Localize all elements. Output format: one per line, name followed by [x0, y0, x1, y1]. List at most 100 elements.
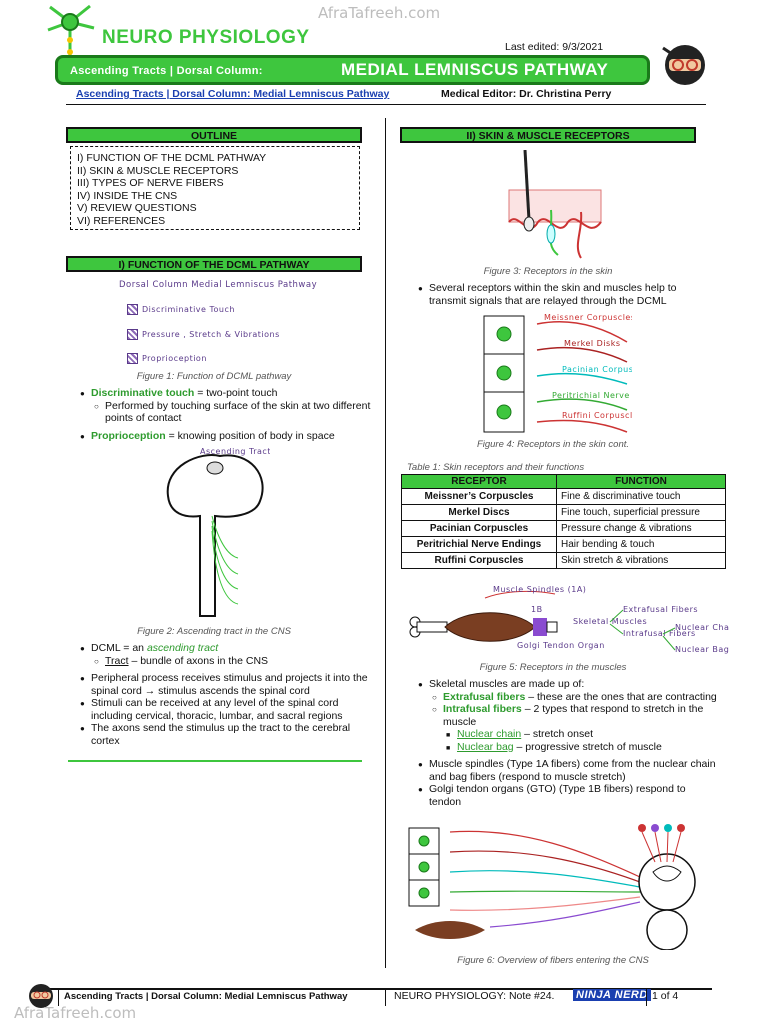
list-item: Muscle spindles (Type 1A fibers) come fr… [418, 758, 719, 783]
fig5-label: Intrafusal Fibers [623, 629, 696, 638]
figure-6-overview-diagram [408, 824, 696, 950]
ninja-footer-icon [29, 984, 53, 1008]
fig5-label: Nuclear Chain [675, 623, 730, 632]
fig1-item: Pressure , Stretch & Vibrations [142, 330, 280, 339]
list-item: Skeletal muscles are made up of: Extrafu… [418, 678, 719, 755]
list-item-text: Performed by touching surface of the ski… [94, 400, 371, 425]
section-end-divider [68, 760, 362, 762]
outline-item[interactable]: I) FUNCTION OF THE DCML PATHWAY [77, 152, 267, 164]
list-item-text: – 2 types that respond to stretch in the… [443, 703, 704, 728]
page-link[interactable]: Ascending Tracts | Dorsal Column: Medial… [76, 88, 390, 100]
checkbox-icon [127, 329, 138, 340]
term-proprioception: Proprioception [91, 429, 166, 442]
table-header: RECEPTOR [401, 474, 557, 489]
fig5-label: Muscle Spindles (1A) [493, 585, 586, 594]
list-item: Tract – bundle of axons in the CNS [94, 654, 374, 668]
fig4-label: Pacinian Corpuscles [562, 365, 632, 374]
list-item-text: – these are the ones that are contractin… [525, 690, 717, 703]
outline-item[interactable]: VI) REFERENCES [77, 214, 166, 227]
fig5-label: Extrafusal Fibers [623, 605, 698, 614]
figure-2-caption: Figure 2: Ascending tract in the CNS [137, 626, 291, 637]
outline-item[interactable]: V) REVIEW QUESTIONS [77, 202, 197, 214]
watermark-top: AfraTafreeh.com [318, 4, 441, 22]
fig2-label: Ascending Tracts [200, 447, 270, 456]
list-item: Proprioception = knowing position of bod… [80, 429, 371, 443]
outline-header: OUTLINE [66, 127, 362, 143]
medical-editor: Medical Editor: Dr. Christina Perry [441, 88, 612, 100]
list-item-text: = two-point touch [194, 387, 278, 399]
list-item-text: Skeletal muscles are made up of: [429, 678, 585, 690]
figure-2-brain-diagram: Ascending Tracts [166, 447, 270, 617]
outline-item[interactable]: IV) INSIDE THE CNS [77, 189, 178, 202]
footer-title: Ascending Tracts | Dorsal Column: Medial… [64, 991, 348, 1002]
list-item: Extrafusal fibers – these are the ones t… [432, 690, 719, 704]
table-cell: Hair bending & touch [556, 536, 726, 553]
figure-1-caption: Figure 1: Function of DCML pathway [136, 371, 292, 382]
fig5-label: Nuclear Bag [675, 645, 729, 654]
fig5-label: 1B [531, 605, 543, 614]
list-item: Golgi tendon organs (GTO) (Type 1B fiber… [418, 783, 719, 808]
table-cell: Merkel Discs [401, 504, 557, 521]
list-item: Several receptors within the skin and mu… [418, 282, 709, 307]
list-item: DCML = an ascending tract Tract – bundle… [80, 642, 374, 668]
banner-main: MEDIAL LEMNISCUS PATHWAY [341, 60, 609, 79]
term-tract: Tract [105, 654, 129, 667]
header-divider [66, 104, 706, 105]
figure-3-skin-diagram [508, 150, 602, 259]
section2-header: II) SKIN & MUSCLE RECEPTORS [400, 127, 696, 143]
figure-6-caption: Figure 6: Overview of fibers entering th… [457, 955, 649, 966]
footer-note: NEURO PHYSIOLOGY: Note #24. [394, 990, 555, 1002]
list-item: Stimuli can be received at any level of … [80, 697, 374, 722]
table-cell: Pressure change & vibrations [556, 520, 726, 537]
table-cell: Fine & discriminative touch [556, 488, 726, 505]
list-item: Discriminative touch = two-point touch P… [80, 387, 371, 425]
list-item-text: – progressive stretch of muscle [513, 740, 662, 753]
table-cell: Skin stretch & vibrations [556, 552, 726, 569]
figure-5-muscle-diagram: Muscle Spindles (1A) 1B Golgi Tendon Org… [409, 585, 730, 654]
page-divider [646, 988, 647, 1006]
fig4-label: Ruffini Corpuscles [562, 411, 632, 420]
footer-divider [40, 988, 712, 990]
list-item: Intrafusal fibers – 2 types that respond… [432, 703, 719, 755]
outline-box: I) FUNCTION OF THE DCML PATHWAY II) SKIN… [70, 146, 360, 230]
table-cell: Peritrichial Nerve Endings [401, 536, 557, 553]
table-cell: Ruffini Corpuscles [401, 552, 557, 569]
column-divider [385, 118, 386, 968]
figure-1: Dorsal Column Medial Lemniscus Pathway D… [115, 276, 335, 368]
list-item: Nuclear bag – progressive stretch of mus… [446, 740, 719, 755]
list-item-text: DCML = an [91, 642, 147, 654]
table-header: FUNCTION [556, 474, 726, 489]
fig4-label: Peritrichial Nerve Endings [552, 391, 632, 400]
figure-4-caption: Figure 4: Receptors in the skin cont. [476, 439, 630, 450]
list-item: Nuclear chain – stretch onset [446, 728, 719, 742]
watermark-bottom: AfraTafreeh.com [14, 1004, 137, 1022]
term-nuclear-chain: Nuclear chain [457, 728, 522, 740]
figure-5-caption: Figure 5: Receptors in the muscles [479, 662, 627, 673]
outline-item[interactable]: III) TYPES OF NERVE FIBERS [77, 177, 224, 189]
table-header-row: RECEPTOR FUNCTION [401, 474, 726, 489]
list-item-text: = knowing position of body in space [165, 429, 335, 442]
term-nuclear-bag: Nuclear bag [457, 740, 514, 753]
table-cell: Pacinian Corpuscles [401, 520, 557, 537]
series-title: NEURO PHYSIOLOGY [102, 27, 310, 48]
brand-logo: NINJA NERD [573, 989, 651, 1001]
term-intrafusal: Intrafusal fibers [443, 703, 522, 715]
list-item: Peripheral process receives stimulus and… [80, 672, 374, 697]
outline-item[interactable]: II) SKIN & MUSCLE RECEPTORS [77, 164, 239, 177]
bullet-list-2: DCML = an ascending tract Tract – bundle… [79, 642, 374, 747]
ninja-avatar-icon [662, 45, 705, 85]
fig1-title: Dorsal Column Medial Lemniscus Pathway [119, 280, 318, 290]
table-caption: Table 1: Skin receptors and their functi… [407, 462, 585, 473]
page-number: 1 of 4 [652, 990, 679, 1002]
list-item: The axons send the stimulus up the tract… [80, 722, 374, 747]
banner-prefix: Ascending Tracts | Dorsal Column: [70, 65, 263, 77]
table-cell: Meissner’s Corpuscles [401, 488, 557, 505]
title-banner: Ascending Tracts | Dorsal Column: MEDIAL… [55, 55, 650, 85]
term-discriminative-touch: Discriminative touch [91, 387, 195, 399]
fig4-label: Meissner Corpuscles [544, 313, 632, 322]
